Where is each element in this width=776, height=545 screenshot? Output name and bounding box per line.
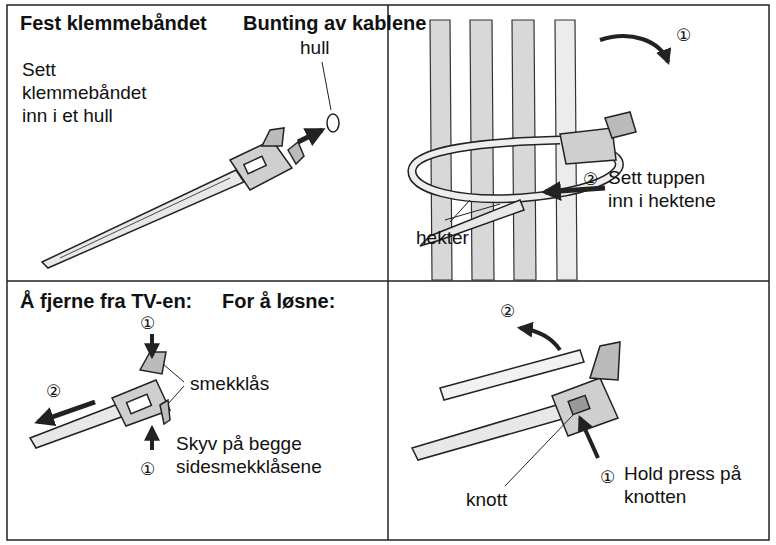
leader-line	[505, 414, 574, 486]
callout-number: ①	[140, 458, 155, 481]
press-arrow	[580, 418, 598, 458]
callout-number: ②	[500, 300, 515, 323]
lift-arrow	[520, 328, 560, 350]
leader-line	[322, 62, 331, 110]
squeeze-arrows	[38, 334, 152, 450]
part-name: hekter	[416, 226, 469, 249]
part-name: hull	[300, 36, 330, 59]
instruction: Hold press på knotten	[624, 462, 760, 508]
callout-number: ①	[676, 24, 691, 47]
callout-number: ②	[583, 168, 598, 191]
rotate-arrow	[600, 36, 668, 62]
instruction: Skyv på begge sidesmekklåsene	[176, 432, 376, 478]
leader-line	[163, 364, 184, 404]
clamp-band	[30, 352, 170, 448]
instruction: Sett klemmebåndet inn i et hull	[22, 58, 162, 127]
clamp-band	[412, 112, 636, 246]
clamp-band	[412, 342, 620, 460]
callout-number: ①	[600, 466, 615, 489]
part-name: knott	[466, 488, 507, 511]
panel-grid	[7, 5, 769, 540]
panel-heading: For å løsne:	[222, 290, 335, 313]
leader-line	[445, 200, 500, 222]
callout-number: ①	[140, 312, 155, 335]
insert-arrow	[298, 130, 322, 142]
part-name: smekklås	[190, 372, 269, 395]
hole	[327, 114, 339, 132]
clamp-band	[42, 128, 304, 268]
instruction: Sett tuppen inn i hektene	[608, 166, 734, 212]
panel-heading: Fest klemmebåndet	[20, 12, 207, 35]
panel-heading: Bunting av kablene	[243, 12, 426, 35]
panel-heading: Å fjerne fra TV-en:	[20, 290, 192, 313]
callout-number: ②	[46, 380, 61, 403]
